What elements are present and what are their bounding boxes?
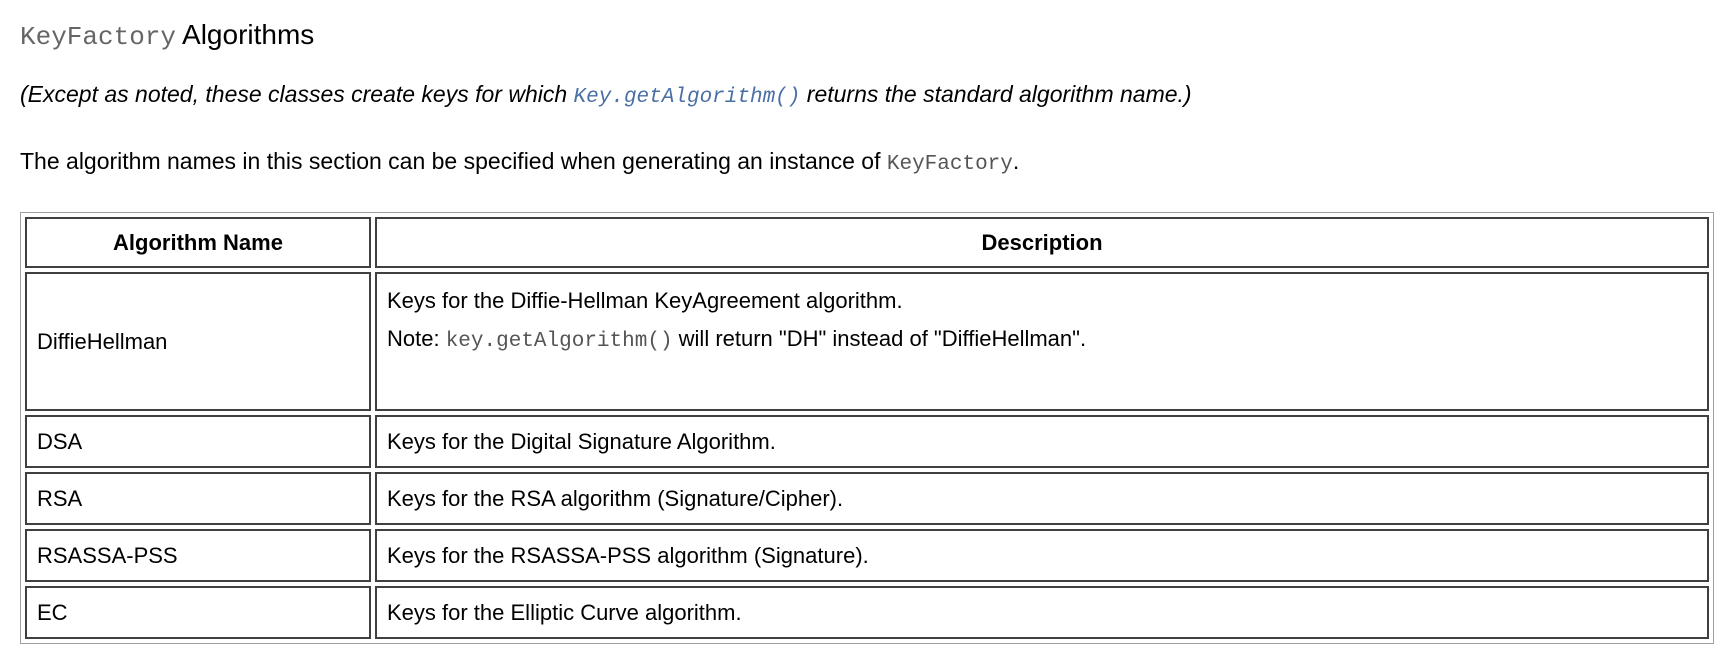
heading-text: Algorithms [182,19,315,50]
note-label: Note: [387,326,446,351]
algorithm-name-cell: RSASSA-PSS [25,529,371,582]
heading-code: KeyFactory [20,22,177,52]
table-row: DiffieHellman Keys for the Diffie-Hellma… [25,272,1709,411]
description-cell: Keys for the RSA algorithm (Signature/Ci… [375,472,1709,525]
algorithm-table: Algorithm Name Description DiffieHellman… [20,212,1714,644]
algorithm-name-cell: EC [25,586,371,639]
table-row: DSA Keys for the Digital Signature Algor… [25,415,1709,468]
para-text-after: . [1012,148,1020,174]
description-text: Keys for the Diffie-Hellman KeyAgreement… [387,288,903,313]
note-code: key.getAlgorithm() [445,330,673,353]
note-text: will return "DH" instead of "DiffieHellm… [672,326,1087,351]
intro-text-before: (Except as noted, these classes create k… [20,81,574,107]
table-row: RSA Keys for the RSA algorithm (Signatur… [25,472,1709,525]
description-cell: Keys for the Digital Signature Algorithm… [375,415,1709,468]
description-cell: Keys for the RSASSA-PSS algorithm (Signa… [375,529,1709,582]
para-text-before: The algorithm names in this section can … [20,148,887,174]
key-getalgorithm-link[interactable]: Key.getAlgorithm() [573,86,801,109]
description-cell: Keys for the Elliptic Curve algorithm. [375,586,1709,639]
intro-text-after: returns the standard algorithm name.) [800,81,1192,107]
description-note: Note: key.getAlgorithm() will return "DH… [387,324,1697,362]
header-description: Description [375,217,1709,268]
header-algorithm-name: Algorithm Name [25,217,371,268]
description-cell: Keys for the Diffie-Hellman KeyAgreement… [375,272,1709,411]
table-row: EC Keys for the Elliptic Curve algorithm… [25,586,1709,639]
algorithm-name-cell: RSA [25,472,371,525]
table-row: RSASSA-PSS Keys for the RSASSA-PSS algor… [25,529,1709,582]
table-header-row: Algorithm Name Description [25,217,1709,268]
section-paragraph: The algorithm names in this section can … [20,146,1019,180]
algorithm-name-cell: DSA [25,415,371,468]
intro-note: (Except as noted, these classes create k… [20,79,1192,113]
algorithm-name-cell: DiffieHellman [25,272,371,411]
para-code: KeyFactory [886,153,1013,176]
